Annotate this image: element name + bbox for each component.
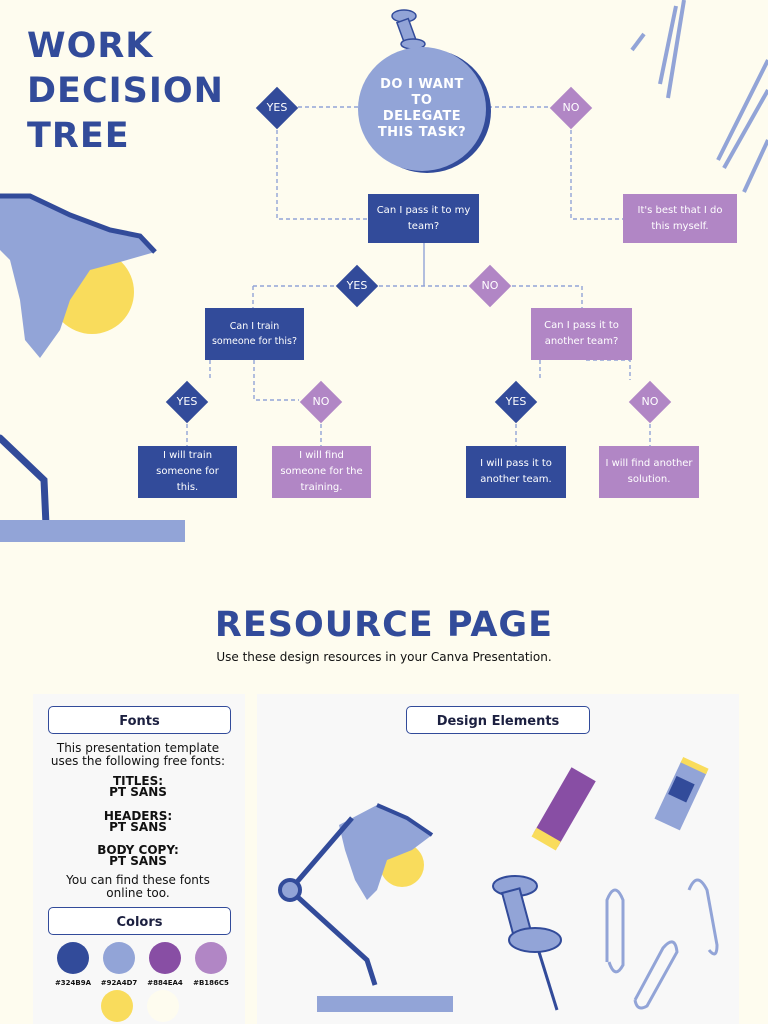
answer-another-solution: I will find another solution. xyxy=(599,446,699,498)
yes-diamond-team: YES xyxy=(335,264,379,308)
marker-icon xyxy=(531,767,596,851)
fonts-header: Fonts xyxy=(48,706,231,734)
swatch-light-blue xyxy=(103,942,135,974)
question-pass-to-team: Can I pass it to my team? xyxy=(368,194,479,243)
design-elements-header: Design Elements xyxy=(406,706,590,734)
body-font: PT SANS xyxy=(109,854,167,868)
body-label: BODY COPY: xyxy=(97,843,179,857)
resource-subtitle: Use these design resources in your Canva… xyxy=(216,650,552,664)
pushpin-element-icon xyxy=(492,875,562,1011)
titles-label: TITLES: xyxy=(112,774,164,788)
colors-header: Colors xyxy=(48,907,231,935)
swatch-dark-blue xyxy=(57,942,89,974)
no-diamond-root: NO xyxy=(549,86,593,130)
root-question: DO I WANT TO DELEGATE THIS TASK? xyxy=(358,47,486,171)
design-elements-art xyxy=(278,756,719,1012)
no-diamond-team: NO xyxy=(468,264,512,308)
pencil-lines-icon xyxy=(630,0,768,193)
yes-diamond-root: YES xyxy=(255,86,299,130)
desk-lamp-element-icon xyxy=(278,803,453,1012)
hex-dark-blue: #324B9A xyxy=(54,979,92,987)
hex-lilac: #B186C5 xyxy=(193,979,229,987)
question-another-team: Can I pass it to another team? xyxy=(531,308,632,360)
root-question-text: DO I WANT TO DELEGATE THIS TASK? xyxy=(377,77,467,140)
desk-lamp-icon xyxy=(0,193,185,542)
swatch-lilac xyxy=(195,942,227,974)
no-diamond-train: NO xyxy=(299,380,343,424)
no-diamond-another: NO xyxy=(628,380,672,424)
yes-diamond-another: YES xyxy=(494,380,538,424)
swatch-purple xyxy=(149,942,181,974)
headers-font: PT SANS xyxy=(109,820,167,834)
question-train-someone: Can I train someone for this? xyxy=(205,308,304,360)
headers-label: HEADERS: xyxy=(103,809,173,823)
resource-title: RESOURCE PAGE xyxy=(214,605,554,645)
fonts-intro: This presentation template uses the foll… xyxy=(50,741,226,768)
hex-light-blue: #92A4D7 xyxy=(100,979,138,987)
paperclip-icon xyxy=(605,878,719,1010)
design-elements-panel xyxy=(257,694,739,1024)
swatch-yellow xyxy=(101,990,133,1022)
swatch-cream xyxy=(147,990,179,1022)
yes-diamond-train: YES xyxy=(165,380,209,424)
answer-train-someone: I will train someone for this. xyxy=(138,446,237,498)
decor-layer xyxy=(0,0,768,542)
answer-pass-another-team: I will pass it to another team. xyxy=(466,446,566,498)
fonts-outro: You can find these fonts online too. xyxy=(66,873,210,900)
page-title: WORK DECISION TREE xyxy=(27,26,224,156)
pencil-icon xyxy=(654,756,709,831)
hex-purple: #884EA4 xyxy=(147,979,183,987)
answer-find-trainer: I will find someone for the training. xyxy=(272,446,371,498)
answer-do-myself: It's best that I do this myself. xyxy=(623,194,737,243)
titles-font: PT SANS xyxy=(109,785,167,799)
